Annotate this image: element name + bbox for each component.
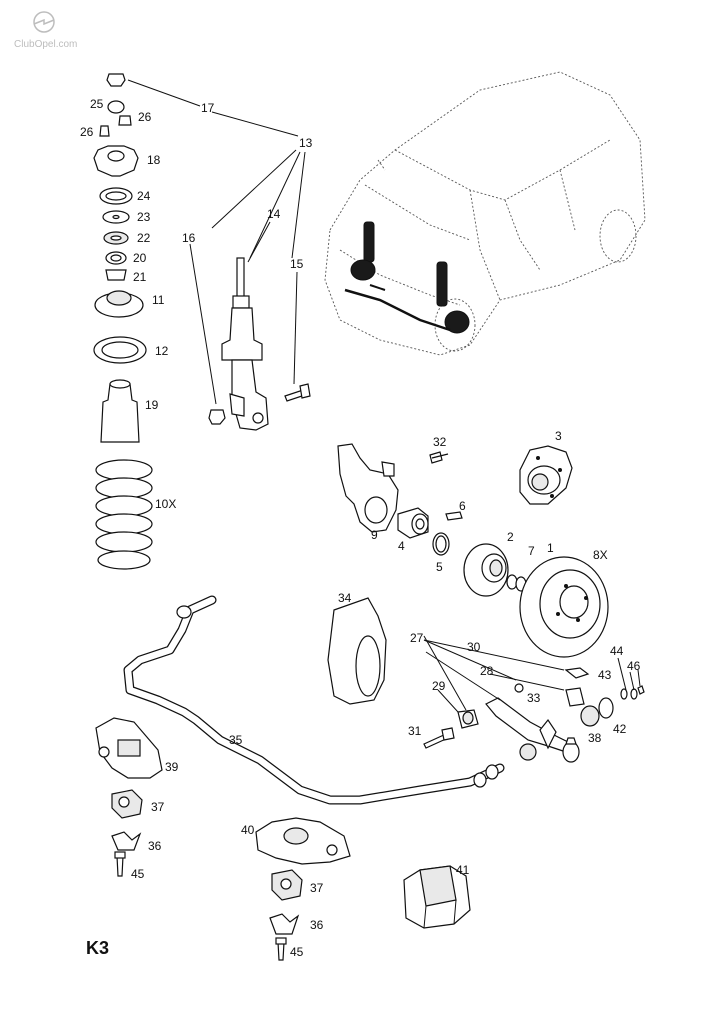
callout-44: 44 [610,644,624,658]
callout-labels: 17 25 26 26 13 18 14 16 24 23 22 15 20 2… [80,97,641,959]
callout-3: 3 [555,429,562,443]
callout-20: 20 [133,251,147,265]
callout-35: 35 [229,733,243,747]
control-arm-group [423,667,645,763]
callout-45b: 45 [290,945,304,959]
opel-logo-icon [33,11,55,33]
callout-18: 18 [147,153,161,167]
callout-38: 38 [588,731,602,745]
shock-absorber [208,257,311,431]
callout-42: 42 [613,722,627,736]
callout-27: 27 [410,631,424,645]
hub-flange-2 [463,543,509,597]
callout-10x: 10X [155,497,176,511]
nut-26b [99,125,110,137]
callout-43: 43 [598,668,612,682]
callout-8x: 8X [593,548,608,562]
callout-25: 25 [90,97,104,111]
bracket-30 [564,667,590,679]
callout-32: 32 [433,435,447,449]
callout-12: 12 [155,344,169,358]
stabiliser-mounts [95,717,471,961]
callout-36a: 36 [148,839,162,853]
callout-2: 2 [507,530,514,544]
splash-shield-34 [327,597,387,705]
washer-7 [506,574,518,590]
callout-23: 23 [137,210,151,224]
callout-21: 21 [133,270,147,284]
callout-30: 30 [467,640,481,654]
callout-11: 11 [152,293,165,307]
callout-24: 24 [137,189,151,203]
shock-body [221,307,263,361]
callout-37b: 37 [310,881,324,895]
callout-22: 22 [137,231,151,245]
callout-16: 16 [182,231,196,245]
vehicle-outline [324,71,646,356]
clamp-36b [269,913,300,935]
callout-34: 34 [338,591,352,605]
watermark: ClubOpel.com [14,11,77,50]
callout-41: 41 [456,863,470,877]
wheel-bearing-4 [397,507,429,539]
bush-38 [580,705,600,727]
callout-39: 39 [165,760,179,774]
strut-mount-stack [93,73,153,570]
brake-disc-8x [519,556,609,658]
callout-5: 5 [436,560,443,574]
bolt-45b [277,941,285,961]
callout-28: 28 [480,664,494,678]
nut-16 [208,409,226,425]
callout-40: 40 [241,823,255,837]
sheet-code: K3 [86,938,109,958]
rubber-bush-41 [403,865,471,929]
clamp-36a [111,831,142,851]
washer-33 [514,683,524,693]
callout-14: 14 [267,207,281,221]
leader-lines [127,79,641,713]
bump-stop-21 [105,269,127,281]
screw-6 [445,511,463,521]
washer-43 [630,688,638,700]
bush-28 [565,687,585,707]
callout-15: 15 [290,257,304,271]
stabiliser-bar-35 [123,595,505,805]
callout-17: 17 [201,101,215,115]
callout-13: 13 [299,136,313,150]
watermark-text: ClubOpel.com [14,39,77,50]
hub-3 [519,445,573,505]
callout-1: 1 [547,541,554,555]
washer-25 [107,100,125,114]
nut-17 [106,73,126,87]
callout-7: 7 [528,544,535,558]
nut-26a [118,115,132,126]
pin-46 [637,685,645,695]
coil-spring-10x [95,459,153,570]
callout-46: 46 [627,659,641,673]
callout-33: 33 [527,691,541,705]
vehicle-suspension-highlight [344,221,470,334]
callout-31: 31 [408,724,422,738]
callout-29: 29 [432,679,446,693]
callout-26b: 26 [80,125,94,139]
knuckle-and-hub [327,443,609,705]
callout-9: 9 [371,528,378,542]
callout-19: 19 [145,398,159,412]
bush-42 [598,697,614,719]
callout-26a: 26 [138,110,152,124]
bolt-45a [116,855,124,877]
callout-4: 4 [398,539,405,553]
callout-6: 6 [459,499,466,513]
callout-37a: 37 [151,800,165,814]
dust-boot-19 [100,383,140,443]
callout-45a: 45 [131,867,145,881]
washer-44 [620,688,628,700]
callout-36b: 36 [310,918,324,932]
